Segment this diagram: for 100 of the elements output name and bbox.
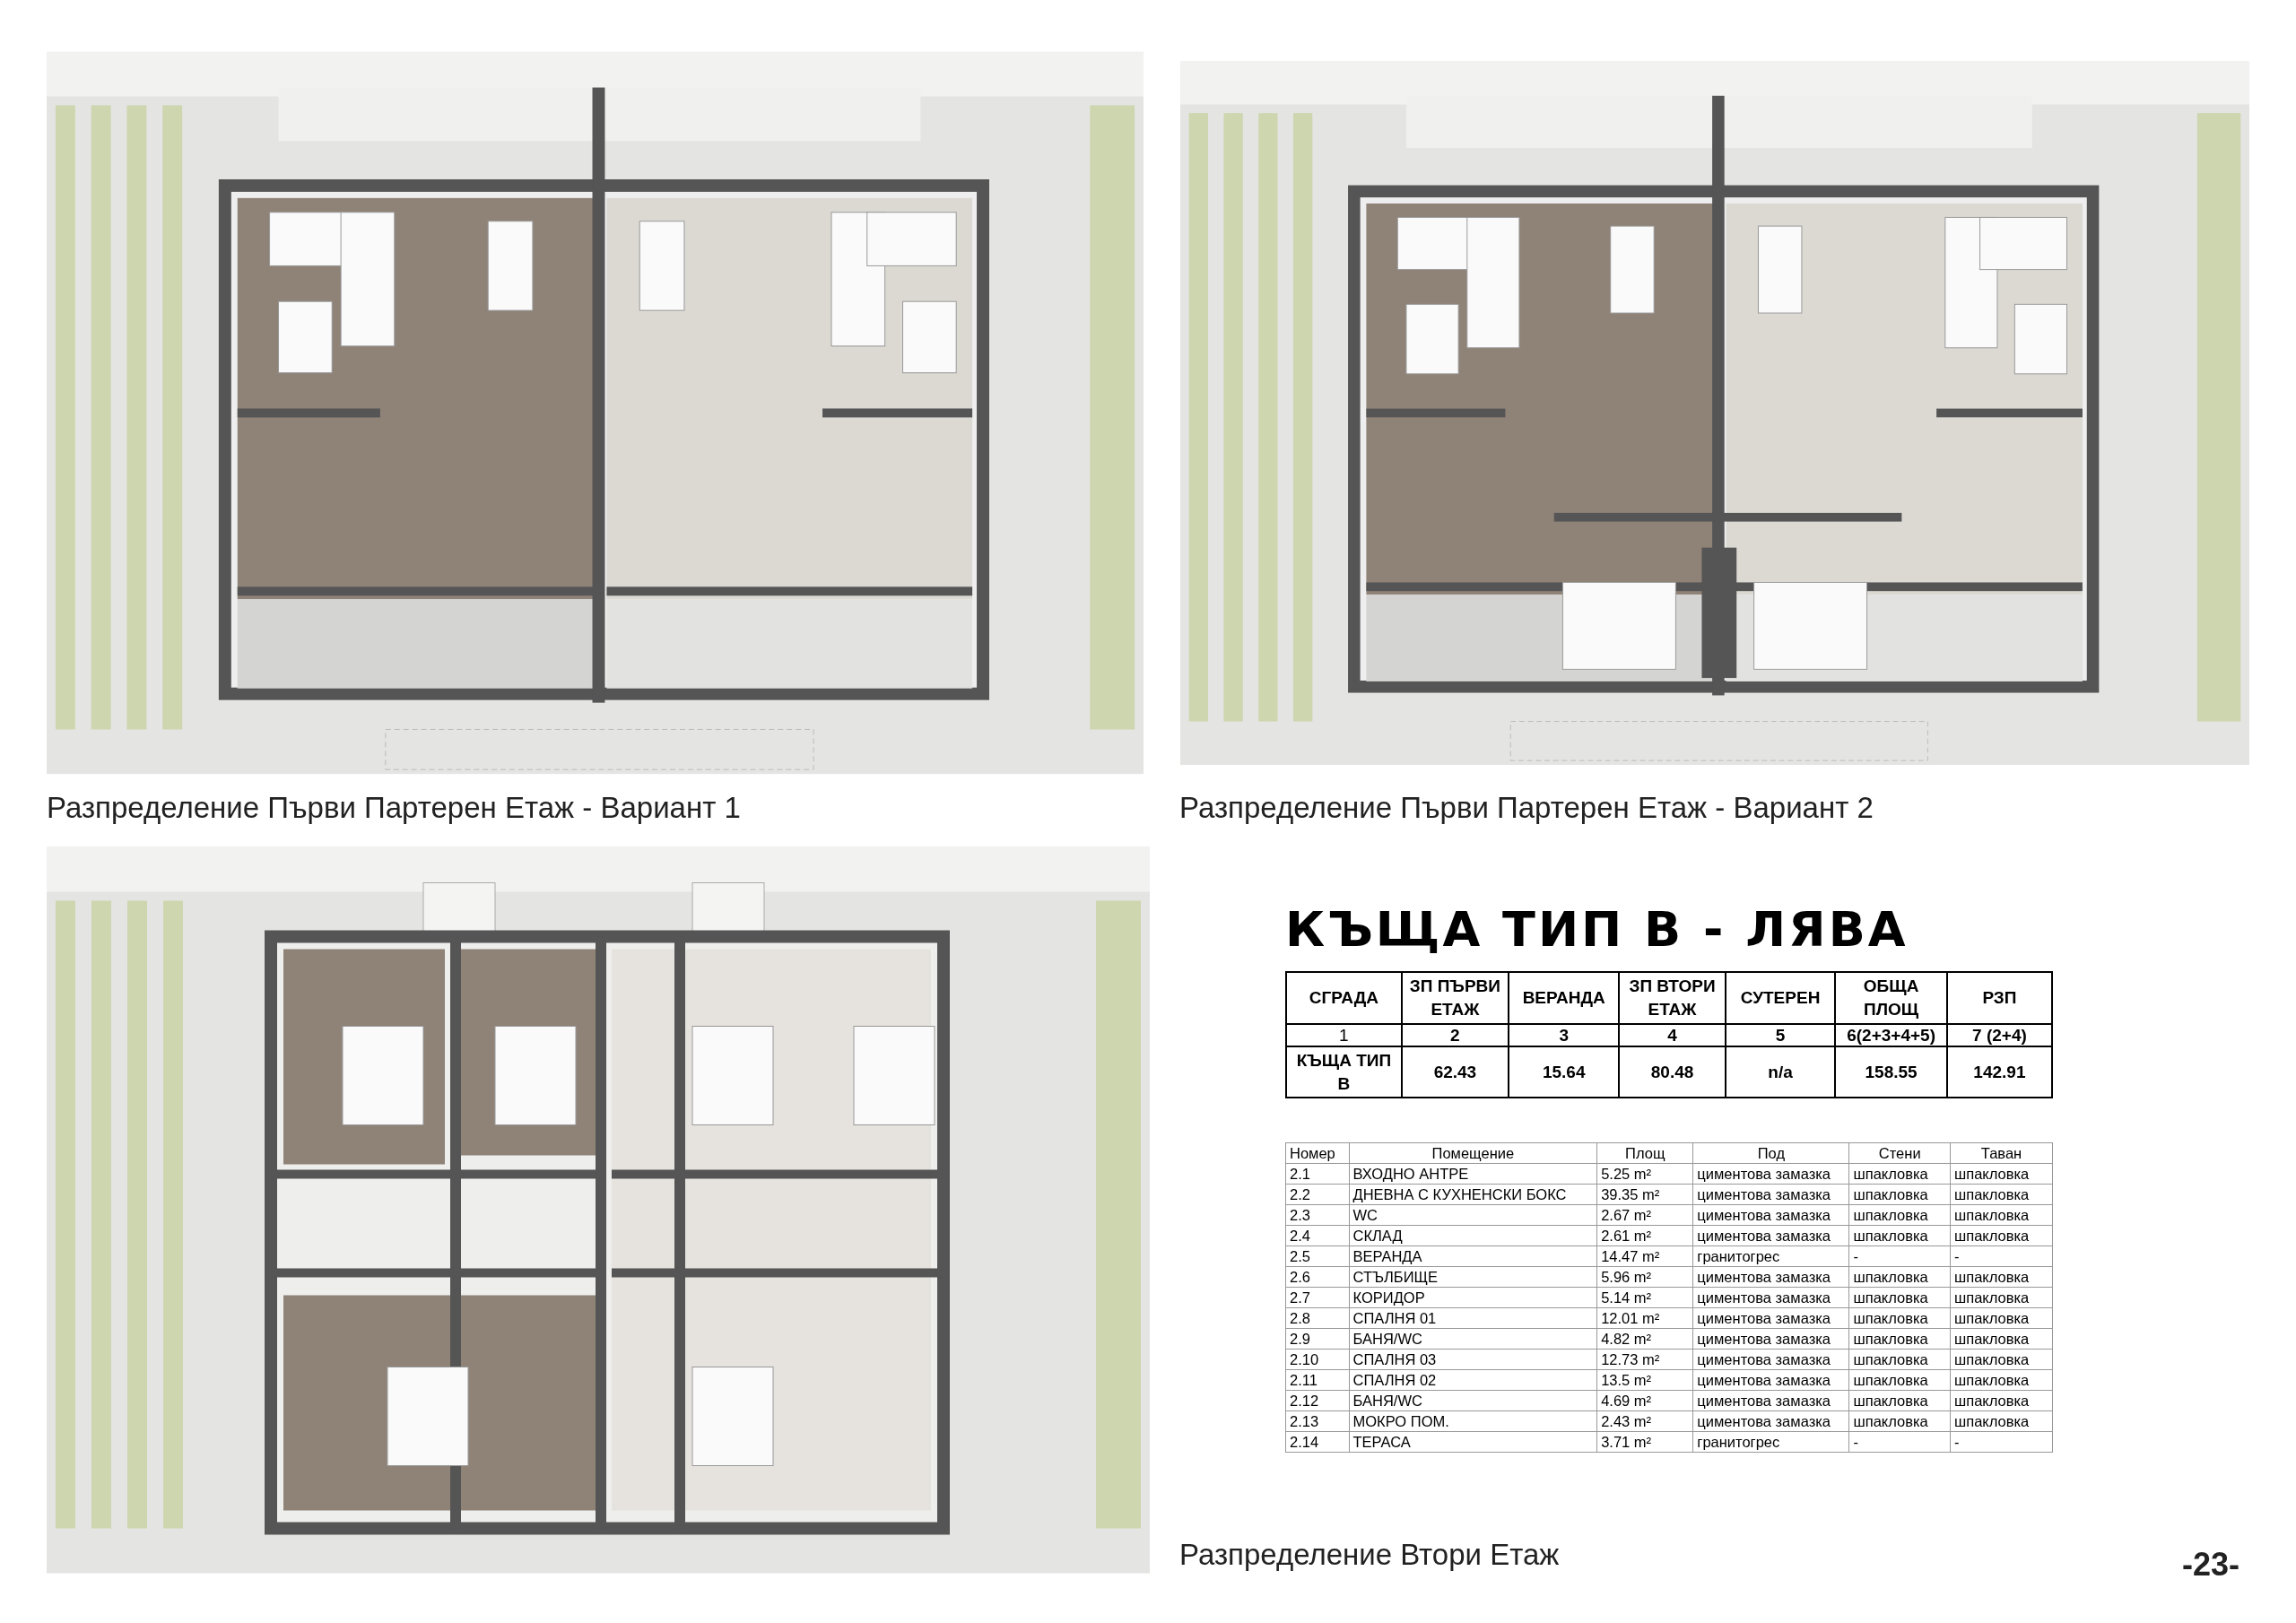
table-cell: шпакловка <box>1848 1163 1951 1185</box>
table-cell: 5.96 m² <box>1596 1266 1693 1288</box>
table-cell: 13.5 m² <box>1596 1369 1693 1391</box>
table-cell: ВЕРАНДА <box>1349 1245 1597 1267</box>
page-number: -23- <box>2182 1546 2240 1584</box>
table-cell: циментова замазка <box>1692 1410 1849 1432</box>
table-cell: 5.14 m² <box>1596 1287 1693 1308</box>
table-cell: 5 <box>1725 1024 1836 1046</box>
table-cell: WC <box>1349 1204 1597 1226</box>
table-cell: 2.8 <box>1285 1307 1349 1329</box>
table-cell: шпакловка <box>1848 1204 1951 1226</box>
table-cell: 1 <box>1286 1024 1402 1046</box>
table-cell: 2.61 m² <box>1596 1225 1693 1246</box>
table-cell: шпакловка <box>1848 1266 1951 1288</box>
table-cell: 2.14 <box>1285 1431 1349 1453</box>
table-cell: 2.13 <box>1285 1410 1349 1432</box>
table-cell: СУТЕРЕН <box>1725 972 1836 1024</box>
table-cell: шпакловка <box>1950 1328 2053 1350</box>
table-cell: ЗП ПЪРВИ ЕТАЖ <box>1401 972 1509 1024</box>
table-cell: шпакловка <box>1848 1349 1951 1370</box>
table-cell: шпакловка <box>1848 1225 1951 1246</box>
table-cell: Помещение <box>1349 1142 1597 1164</box>
table-cell: ВХОДНО АНТРЕ <box>1349 1163 1597 1185</box>
table-cell: ДНЕВНА С КУХНЕНСКИ БОКС <box>1349 1184 1597 1205</box>
table-cell: 3.71 m² <box>1596 1431 1693 1453</box>
table-cell: 2.10 <box>1285 1349 1349 1370</box>
table-cell: шпакловка <box>1950 1163 2053 1185</box>
table-cell: шпакловка <box>1950 1225 2053 1246</box>
table-cell: СПАЛНЯ 02 <box>1349 1369 1597 1391</box>
table-cell: 3 <box>1509 1024 1620 1046</box>
table-cell: циментова замазка <box>1692 1225 1849 1246</box>
table-cell: шпакловка <box>1848 1390 1951 1411</box>
table-cell: n/a <box>1725 1046 1836 1098</box>
table-cell: КЪЩА ТИП В <box>1286 1046 1402 1098</box>
table-cell: 5.25 m² <box>1596 1163 1693 1185</box>
table-cell: шпакловка <box>1848 1410 1951 1432</box>
table-cell: БАНЯ/WC <box>1349 1390 1597 1411</box>
table-cell: Номер <box>1285 1142 1349 1164</box>
table-cell: СТЪЛБИЩЕ <box>1349 1266 1597 1288</box>
table-cell: циментова замазка <box>1692 1204 1849 1226</box>
table-cell: КОРИДОР <box>1349 1287 1597 1308</box>
table-cell: 62.43 <box>1401 1046 1509 1098</box>
table-cell: шпакловка <box>1950 1349 2053 1370</box>
table-cell: циментова замазка <box>1692 1266 1849 1288</box>
table-cell: ВЕРАНДА <box>1509 972 1620 1024</box>
table-cell: шпакловка <box>1950 1266 2053 1288</box>
table-cell: 7 (2+4) <box>1946 1024 2052 1046</box>
table-cell: 4.69 m² <box>1596 1390 1693 1411</box>
table-cell: Таван <box>1950 1142 2053 1164</box>
table-cell: шпакловка <box>1950 1287 2053 1308</box>
table-cell: МОКРО ПОМ. <box>1349 1410 1597 1432</box>
table-cell: 2.6 <box>1285 1266 1349 1288</box>
table-cell: СПАЛНЯ 01 <box>1349 1307 1597 1329</box>
table-cell: 2.1 <box>1285 1163 1349 1185</box>
table-cell: ОБЩА ПЛОЩ <box>1835 972 1947 1024</box>
table-cell: шпакловка <box>1848 1369 1951 1391</box>
table-cell: циментова замазка <box>1692 1369 1849 1391</box>
table-cell: 12.73 m² <box>1596 1349 1693 1370</box>
table-cell: СГРАДА <box>1286 972 1402 1024</box>
table-cell: 2.2 <box>1285 1184 1349 1205</box>
plan-caption: Разпределение Първи Партерен Етаж - Вариант 2 <box>1179 791 1874 825</box>
table-cell: Под <box>1692 1142 1849 1164</box>
table-cell: 142.91 <box>1946 1046 2052 1098</box>
table-cell: 80.48 <box>1619 1046 1726 1098</box>
table-cell: БАНЯ/WC <box>1349 1328 1597 1350</box>
table-cell: циментова замазка <box>1692 1328 1849 1350</box>
table-cell: 2.7 <box>1285 1287 1349 1308</box>
table-cell: шпакловка <box>1848 1287 1951 1308</box>
table-cell: шпакловка <box>1848 1307 1951 1329</box>
table-cell: СКЛАД <box>1349 1225 1597 1246</box>
table-cell: Стени <box>1848 1142 1951 1164</box>
table-cell: шпакловка <box>1848 1184 1951 1205</box>
table-cell: ТЕРАСА <box>1349 1431 1597 1453</box>
table-cell: циментова замазка <box>1692 1184 1849 1205</box>
table-cell: - <box>1848 1431 1951 1453</box>
table-cell: циментова замазка <box>1692 1307 1849 1329</box>
table-cell: 6(2+3+4+5) <box>1835 1024 1947 1046</box>
table-cell: циментова замазка <box>1692 1163 1849 1185</box>
table-cell: шпакловка <box>1950 1184 2053 1205</box>
table-cell: шпакловка <box>1848 1328 1951 1350</box>
table-cell: Площ <box>1596 1142 1693 1164</box>
table-cell: 2.11 <box>1285 1369 1349 1391</box>
table-cell: шпакловка <box>1950 1307 2053 1329</box>
plan-caption: Разпределение Първи Партерен Етаж - Вариант 1 <box>47 791 741 825</box>
table-cell: 2.43 m² <box>1596 1410 1693 1432</box>
table-cell: шпакловка <box>1950 1204 2053 1226</box>
table-cell: - <box>1848 1245 1951 1267</box>
table-cell: 2.3 <box>1285 1204 1349 1226</box>
table-cell: 2.12 <box>1285 1390 1349 1411</box>
table-cell: гранитогрес <box>1692 1431 1849 1453</box>
table-cell: 158.55 <box>1835 1046 1947 1098</box>
table-cell: 2.4 <box>1285 1225 1349 1246</box>
table-cell: циментова замазка <box>1692 1349 1849 1370</box>
table-cell: 39.35 m² <box>1596 1184 1693 1205</box>
table-cell: 2.9 <box>1285 1328 1349 1350</box>
table-cell: шпакловка <box>1950 1390 2053 1411</box>
table-cell: 15.64 <box>1509 1046 1620 1098</box>
table-cell: 4 <box>1619 1024 1726 1046</box>
table-cell: гранитогрес <box>1692 1245 1849 1267</box>
table-cell: РЗП <box>1946 972 2052 1024</box>
